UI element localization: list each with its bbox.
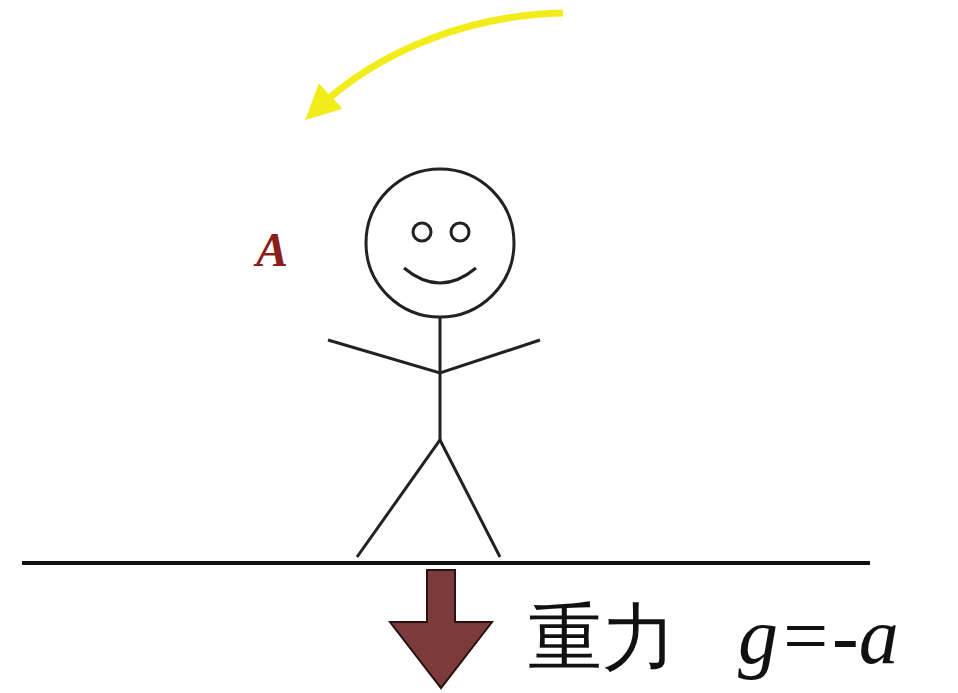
stick-figure [328, 169, 540, 557]
rotation-arrow [318, 13, 563, 108]
axis-label: A [256, 226, 288, 274]
force-name: 重力 [528, 600, 676, 674]
gravity-arrow [390, 570, 492, 688]
ground-line [22, 561, 870, 565]
force-equation: g=-a [738, 596, 899, 676]
